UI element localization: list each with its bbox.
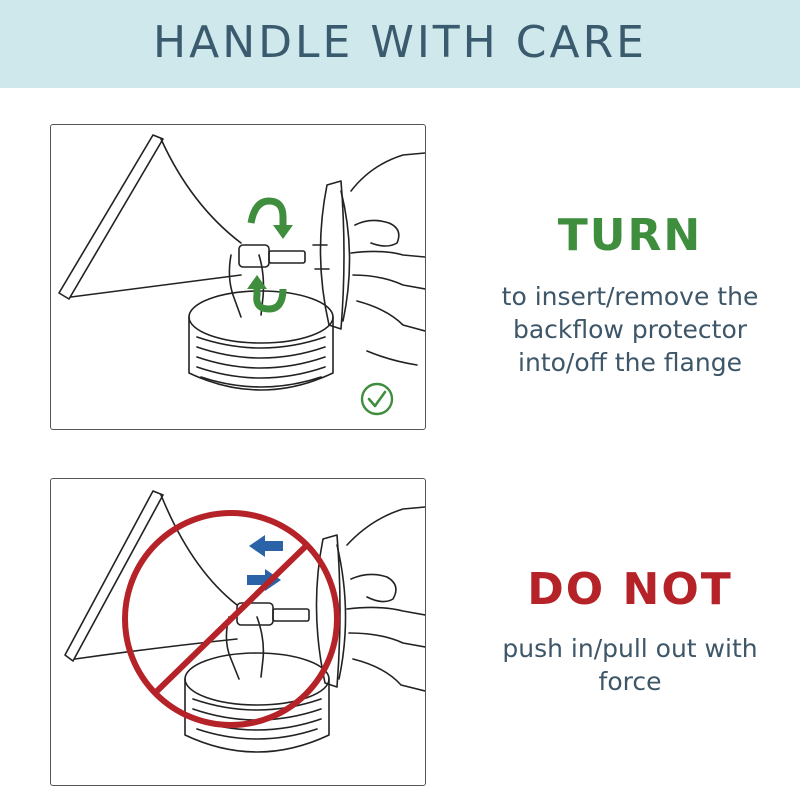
hand [350, 152, 425, 192]
check-circle-icon [360, 382, 394, 416]
prohibition-sign-icon [122, 510, 340, 728]
rotate-arrow-icon [247, 275, 287, 313]
diaphragm-cap [319, 180, 345, 330]
caption-heading: TURN [557, 210, 703, 261]
caption-line: backflow protector [512, 315, 748, 344]
diaphragm-cap [315, 534, 341, 688]
caption-line: into/off the flange [518, 348, 742, 377]
illustration-panel-do-not [50, 478, 426, 786]
breast-pump-push-pull-illustration [64, 490, 425, 753]
flange-funnel [58, 134, 164, 300]
caption-heading: DO NOT [527, 564, 733, 615]
breast-pump-turn-illustration [58, 134, 425, 416]
rotate-arrow-icon [247, 197, 293, 239]
caption-line: to insert/remove the [501, 282, 759, 311]
hand [346, 506, 425, 546]
page-title: HANDLE WITH CARE [153, 16, 647, 68]
caption-turn: TURN to insert/remove the backflow prote… [470, 214, 790, 379]
base-cylinder [188, 290, 334, 344]
illustration-panel-turn [50, 124, 426, 430]
caption-line: force [598, 667, 662, 696]
base-cylinder [184, 652, 330, 706]
header-banner: HANDLE WITH CARE [0, 0, 800, 88]
caption-do-not: DO NOT push in/pull out with force [470, 568, 790, 698]
backflow-protector [238, 244, 270, 268]
caption-line: push in/pull out with [502, 634, 758, 663]
flange-funnel [64, 490, 164, 662]
arrow-left-icon [249, 535, 283, 557]
